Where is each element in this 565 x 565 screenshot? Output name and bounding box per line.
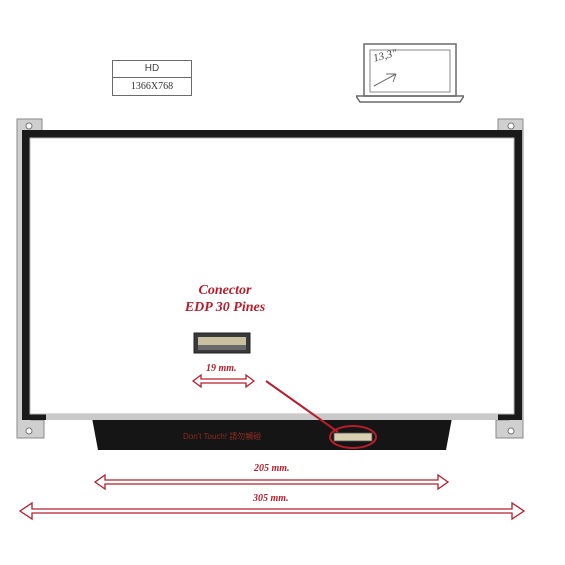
connector-subtitle: EDP 30 Pines <box>184 300 266 315</box>
panel-width-arrow <box>18 501 526 521</box>
connector-highlight-ring <box>329 425 377 449</box>
panel-bottom-rail <box>46 414 498 420</box>
resolution-label: 1366X768 <box>130 81 174 92</box>
display-area <box>29 137 515 415</box>
panel-connector <box>333 432 373 442</box>
connector-width-label: 19 mm. <box>206 363 237 374</box>
panel-pcb-strip <box>92 418 452 450</box>
connector-title: Conector <box>198 283 252 298</box>
connector-width-arrow <box>191 373 256 389</box>
active-width-arrow <box>93 473 450 491</box>
active-width-label: 205 mm. <box>254 463 290 474</box>
resolution-class-label: HD <box>113 61 191 78</box>
resolution-badge: HD 1366X768 <box>112 60 192 96</box>
panel-width-label: 305 mm. <box>253 493 289 504</box>
connector-pointer-line <box>265 380 339 433</box>
connector-photo <box>193 332 251 354</box>
panel-warning-label: Don't Touch! 請勿觸碰 <box>183 432 262 441</box>
laptop-icon <box>356 43 464 103</box>
